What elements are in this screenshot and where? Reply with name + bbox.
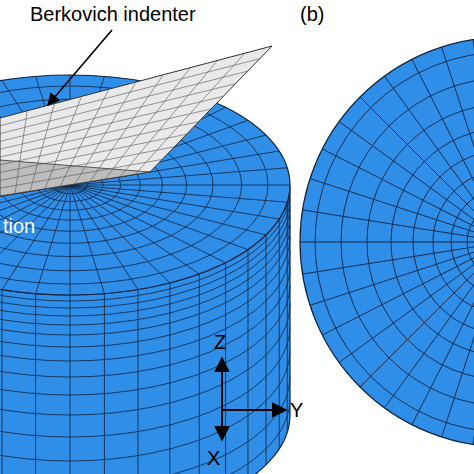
top-spoke [70, 185, 266, 235]
side-line [266, 235, 267, 465]
top-spoke [70, 185, 170, 283]
top-spoke [0, 185, 70, 263]
top-spoke [70, 185, 138, 290]
top-spoke [70, 185, 248, 250]
mesh-spoke [442, 242, 474, 437]
top-spoke [0, 185, 70, 274]
indenter-mesh [105, 68, 190, 180]
mesh-spoke [412, 59, 474, 242]
indenter-mesh [0, 159, 162, 188]
panel-label: (b) [300, 4, 324, 24]
axis-label: Z [214, 332, 226, 352]
top-spoke [70, 185, 199, 274]
mesh-spoke [310, 179, 474, 242]
side-ring [0, 399, 290, 474]
side-ring [0, 377, 290, 474]
x-axis [221, 410, 223, 440]
cylinder-mesh [0, 46, 290, 474]
top-spoke [36, 185, 70, 294]
side-ring [0, 327, 290, 437]
axis-label: X [207, 448, 220, 468]
disk-face [300, 37, 474, 447]
top-view-mesh [300, 37, 474, 447]
side-ring [0, 351, 290, 461]
mesh-spoke [310, 242, 474, 305]
side-line [247, 250, 248, 474]
side-ring [0, 285, 290, 395]
side-ring [0, 305, 290, 415]
top-spoke [70, 185, 104, 294]
top-spoke [70, 185, 71, 295]
mesh-spoke [303, 210, 474, 242]
mesh-spoke [303, 242, 474, 274]
side-line [199, 274, 200, 474]
axis-label: Y [290, 400, 303, 420]
mesh-spoke [300, 242, 474, 243]
z-axis [221, 358, 223, 410]
side-line [2, 290, 3, 474]
berkovich-indenter [0, 46, 272, 196]
mesh-spoke [322, 242, 474, 335]
indenter-mesh [0, 147, 174, 181]
top-spoke [0, 185, 70, 283]
mesh-spoke [442, 47, 474, 242]
y-axis [222, 409, 286, 411]
mesh-spoke [360, 242, 474, 387]
indenter-face [0, 46, 272, 196]
side-line [169, 283, 170, 474]
side-line [279, 219, 280, 449]
mesh-spoke [473, 242, 474, 444]
leader-arrow [48, 30, 112, 105]
top-spoke [70, 185, 290, 186]
mesh-spoke [360, 97, 474, 242]
indenter-mesh [0, 134, 187, 172]
coordinate-axes [222, 358, 286, 440]
side-line [287, 202, 288, 432]
part-label: Berkovich indenter [30, 4, 196, 24]
top-spoke [70, 185, 279, 219]
mesh-spoke [473, 40, 474, 242]
part-label: tion [3, 216, 35, 236]
mesh-spoke [385, 76, 474, 242]
side-line [225, 263, 226, 474]
indenter-mesh [135, 53, 245, 174]
mesh-spoke [322, 149, 474, 242]
top-spoke [2, 185, 70, 290]
side-line [104, 294, 105, 474]
mesh-spoke [339, 122, 474, 242]
side-line [137, 290, 138, 474]
side-line [35, 294, 36, 474]
mesh-spoke [339, 242, 474, 362]
top-spoke [70, 185, 226, 263]
side-line [70, 295, 71, 474]
indenter-mesh [120, 60, 218, 176]
indenter-mesh [0, 122, 199, 165]
